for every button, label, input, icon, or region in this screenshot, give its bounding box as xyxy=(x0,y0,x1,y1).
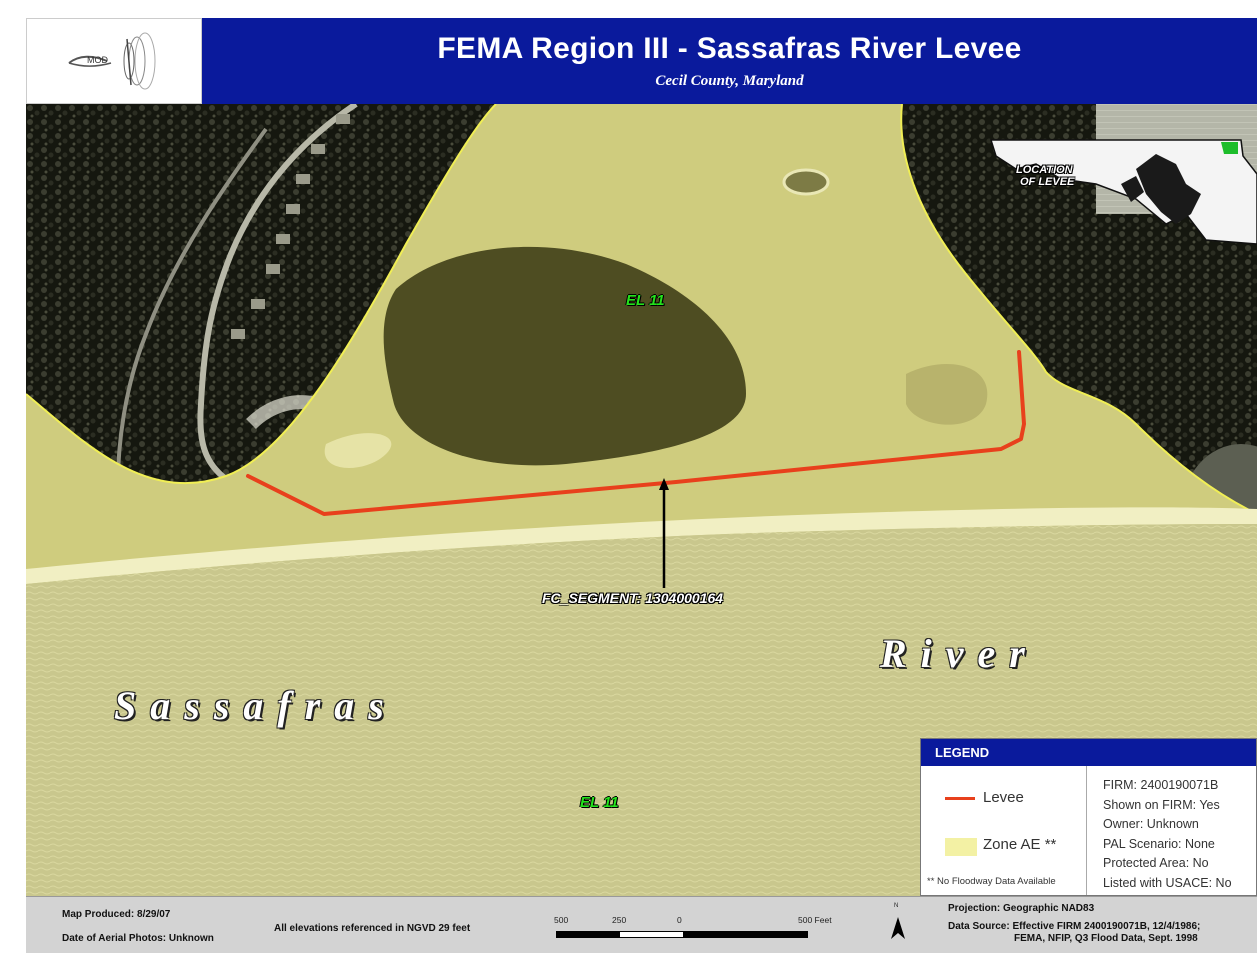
map-subtitle: Cecil County, Maryland xyxy=(655,73,804,89)
inset-label-line-1: LOCATION xyxy=(1016,164,1073,176)
data-source-line-2: FEMA, NFIP, Q3 Flood Data, Sept. 1998 xyxy=(1014,933,1198,944)
legend-detail-pal: PAL Scenario: None xyxy=(1103,836,1215,851)
scale-tick-0: 0 xyxy=(677,915,682,925)
inset-label-line-2: OF LEVEE xyxy=(1020,176,1075,188)
aerial-photo-date: Date of Aerial Photos: Unknown xyxy=(62,933,214,944)
levee-line xyxy=(246,350,1026,516)
legend-detail-usace: Listed with USACE: No xyxy=(1103,875,1232,890)
map-footer: Map Produced: 8/29/07 Date of Aerial Pho… xyxy=(26,896,1257,953)
inset-location-label: LOCATION OF LEVEE xyxy=(1016,164,1074,188)
legend-zone-label: Zone AE ** xyxy=(983,836,1057,853)
elevation-label-lower: EL 11 xyxy=(580,794,619,811)
legend-detail-owner: Owner: Unknown xyxy=(1103,817,1199,831)
legend-detail-shown: Shown on FIRM: Yes xyxy=(1103,797,1220,812)
projection-text: Projection: Geographic NAD83 xyxy=(948,903,1095,914)
legend-levee-swatch xyxy=(945,797,975,800)
legend-zone-swatch xyxy=(945,838,977,856)
north-arrow-icon: N xyxy=(888,903,908,945)
segment-label: FC_SEGMENT: 1304000164 xyxy=(542,590,724,606)
map-produced-date: Map Produced: 8/29/07 xyxy=(62,909,171,920)
mod-logo: MOD xyxy=(26,18,202,104)
river-name-sassafras: Sassafras xyxy=(114,683,398,728)
data-source-line-1: Data Source: Effective FIRM 2400190071B,… xyxy=(948,921,1201,932)
scale-tick-250: 250 xyxy=(612,915,627,925)
aerial-map[interactable]: LOCATION OF LEVEE EL 11 EL 11 FC_SEGMENT… xyxy=(26,104,1257,896)
scale-tick-500-left: 500 xyxy=(554,915,569,925)
legend-detail-firm: FIRM: 2400190071B xyxy=(1103,778,1219,792)
location-inset-map xyxy=(989,139,1257,245)
elevation-reference: All elevations referenced in NGVD 29 fee… xyxy=(274,923,471,934)
marsh xyxy=(383,246,746,466)
river-name-river: River xyxy=(880,631,1039,676)
map-header: FEMA Region III - Sassafras River Levee … xyxy=(202,18,1257,104)
legend-note: ** No Floodway Data Available xyxy=(927,876,1056,887)
legend-symbols: Levee Zone AE ** ** No Floodway Data Ava… xyxy=(921,766,1087,895)
logo-text: MOD xyxy=(87,55,108,65)
road xyxy=(197,104,358,482)
legend-panel: LEGEND Levee Zone AE ** ** No Floodway D… xyxy=(920,738,1257,896)
legend-details: FIRM: 2400190071B Shown on FIRM: Yes Own… xyxy=(1087,766,1257,895)
scale-tick-500-feet: 500 Feet xyxy=(798,915,832,925)
legend-levee-label: Levee xyxy=(983,789,1024,806)
scale-bar: 500 250 0 500 Feet xyxy=(554,913,874,943)
shoreline xyxy=(26,507,1257,584)
elevation-label-upper: EL 11 xyxy=(626,292,665,309)
legend-heading: LEGEND xyxy=(921,739,1256,766)
legend-detail-protected: Protected Area: No xyxy=(1103,856,1209,870)
map-title: FEMA Region III - Sassafras River Levee xyxy=(437,32,1022,65)
north-letter: N xyxy=(894,903,899,909)
